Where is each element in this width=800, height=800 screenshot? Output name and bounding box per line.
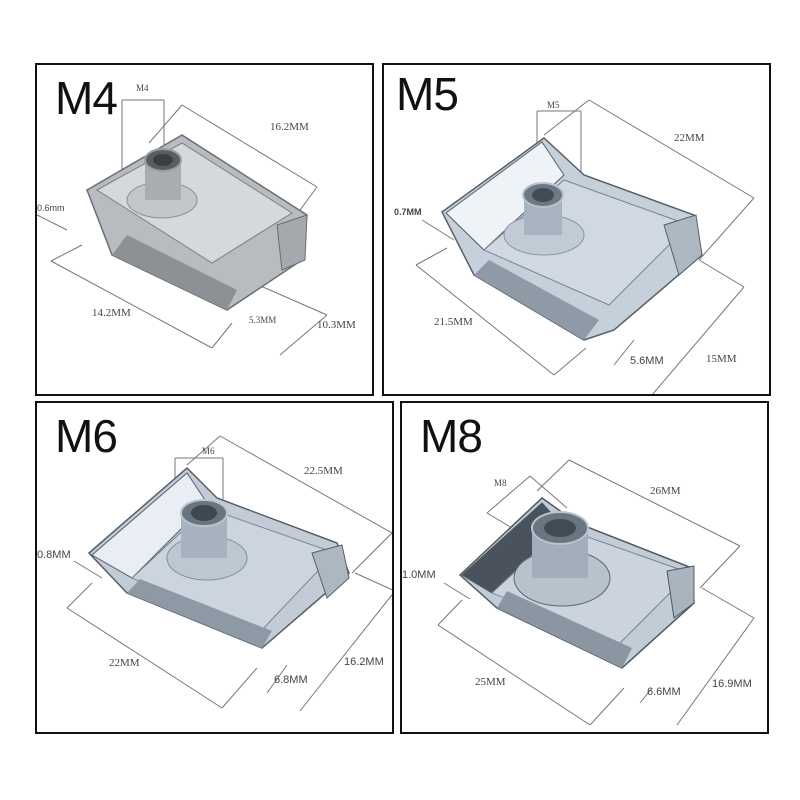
u-nut-m4-illustration <box>37 99 328 356</box>
length-label: 26MM <box>650 485 681 497</box>
height-label: 16.2MM <box>344 656 384 668</box>
clip-body <box>86 134 308 311</box>
size-title: M4 <box>55 72 118 124</box>
length-label: 22MM <box>674 132 705 144</box>
panel-m8: M8 M8 26MM 1.0MM 25MM 6.6MM 16.9MM <box>400 401 769 734</box>
height-label: 10.3MM <box>317 319 356 331</box>
size-title: M6 <box>55 410 118 462</box>
thickness-label: 0.6mm <box>37 203 65 213</box>
size-title: M8 <box>420 410 483 462</box>
width-label: 25MM <box>475 676 506 688</box>
panel-m4: M4 M4 16.2MM 0.6mm 14.2MM 5.3MM 10.3MM <box>35 63 374 396</box>
height-label: 15MM <box>706 353 737 365</box>
clip-body <box>441 137 703 341</box>
u-nut-m6-illustration <box>66 435 392 712</box>
length-label: 22.5MM <box>304 465 343 477</box>
width-label: 22MM <box>109 657 140 669</box>
clip-body <box>458 497 695 669</box>
thread-label: M6 <box>202 446 215 456</box>
u-nut-m5-illustration <box>415 99 755 394</box>
thickness-label: 1.0MM <box>402 569 436 581</box>
length-label: 16.2MM <box>270 121 309 133</box>
width-label: 21.5MM <box>434 316 473 328</box>
clip-body <box>87 466 350 649</box>
panel-m5: M5 M5 22MM 0.7MM 21.5MM 5.6MM 15MM <box>382 63 771 396</box>
thread-label: M8 <box>494 478 507 488</box>
thread-label: M5 <box>547 100 560 110</box>
dimension-lines <box>37 99 328 356</box>
width-label: 14.2MM <box>92 307 131 319</box>
height-label: 16.9MM <box>712 678 752 690</box>
panel-m6: M6 M6 22.5MM 0.8MM 22MM 6.8MM 16.2MM <box>35 401 394 734</box>
thread-label: M4 <box>136 83 149 93</box>
gap-label: 6.6MM <box>647 686 681 698</box>
dimension-lines <box>66 435 392 712</box>
dimension-lines <box>437 459 755 726</box>
size-title: M5 <box>396 68 459 120</box>
u-nut-m8-illustration <box>437 459 755 726</box>
gap-label: 6.8MM <box>274 674 308 686</box>
gap-label: 5.6MM <box>630 355 664 367</box>
thickness-label: 0.8MM <box>37 549 71 561</box>
gap-label: 5.3MM <box>249 315 277 325</box>
thickness-label: 0.7MM <box>394 207 422 217</box>
